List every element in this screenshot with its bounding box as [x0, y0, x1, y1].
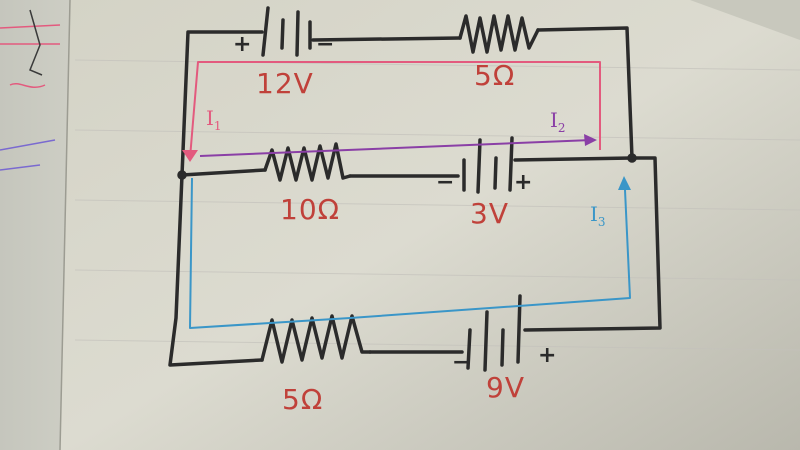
current-i3-loop	[189, 177, 631, 329]
battery-3v-positive: +	[514, 170, 533, 195]
battery-9v-symbol	[466, 294, 522, 372]
battery-3v-negative: −	[436, 170, 455, 195]
resistor-5-bottom-symbol	[260, 314, 372, 364]
paper-rulings	[74, 59, 800, 351]
current-i1-loop	[189, 61, 601, 159]
current-i1-arrow	[182, 150, 198, 162]
circuit-wires	[168, 26, 662, 367]
current-i3-arrow	[618, 176, 631, 190]
battery-12v-positive: +	[233, 32, 252, 57]
current-i1-label: I1	[206, 106, 222, 133]
middle-right-wire	[513, 156, 634, 162]
corner-paper-sheet	[690, 0, 800, 40]
paper-edge	[59, 0, 71, 450]
current-i2-label: I2	[550, 108, 566, 135]
current-i2-arrow	[584, 134, 597, 146]
battery-9v-label: 9V	[486, 371, 525, 404]
current-i3-label: I3	[590, 202, 606, 229]
battery-3v-symbol	[462, 136, 514, 194]
resistor-5-top-label: 5Ω	[474, 59, 516, 92]
left-sheet-notes	[0, 9, 61, 171]
battery-3v-label: 3V	[470, 197, 509, 230]
battery-12v-label: 12V	[256, 67, 314, 100]
resistor-10-label: 10Ω	[280, 193, 341, 226]
battery-12v-negative: −	[316, 32, 335, 57]
main-paper-sheet	[60, 0, 800, 450]
battery-9v-negative: −	[452, 350, 471, 375]
top-right-wire	[536, 26, 634, 160]
resistor-5-bottom-label: 5Ω	[282, 383, 324, 416]
top-middle-wire	[311, 36, 462, 42]
top-left-wire	[180, 30, 264, 177]
current-i2-line	[199, 139, 593, 157]
right-wire	[523, 156, 662, 332]
battery-12v-symbol	[261, 6, 312, 57]
battery-9v-positive: +	[538, 343, 557, 368]
left-junction	[177, 170, 187, 180]
resistor-5-top-symbol	[458, 14, 540, 54]
left-wire	[168, 173, 264, 367]
right-junction	[627, 153, 637, 163]
middle-left-wire	[180, 168, 267, 177]
